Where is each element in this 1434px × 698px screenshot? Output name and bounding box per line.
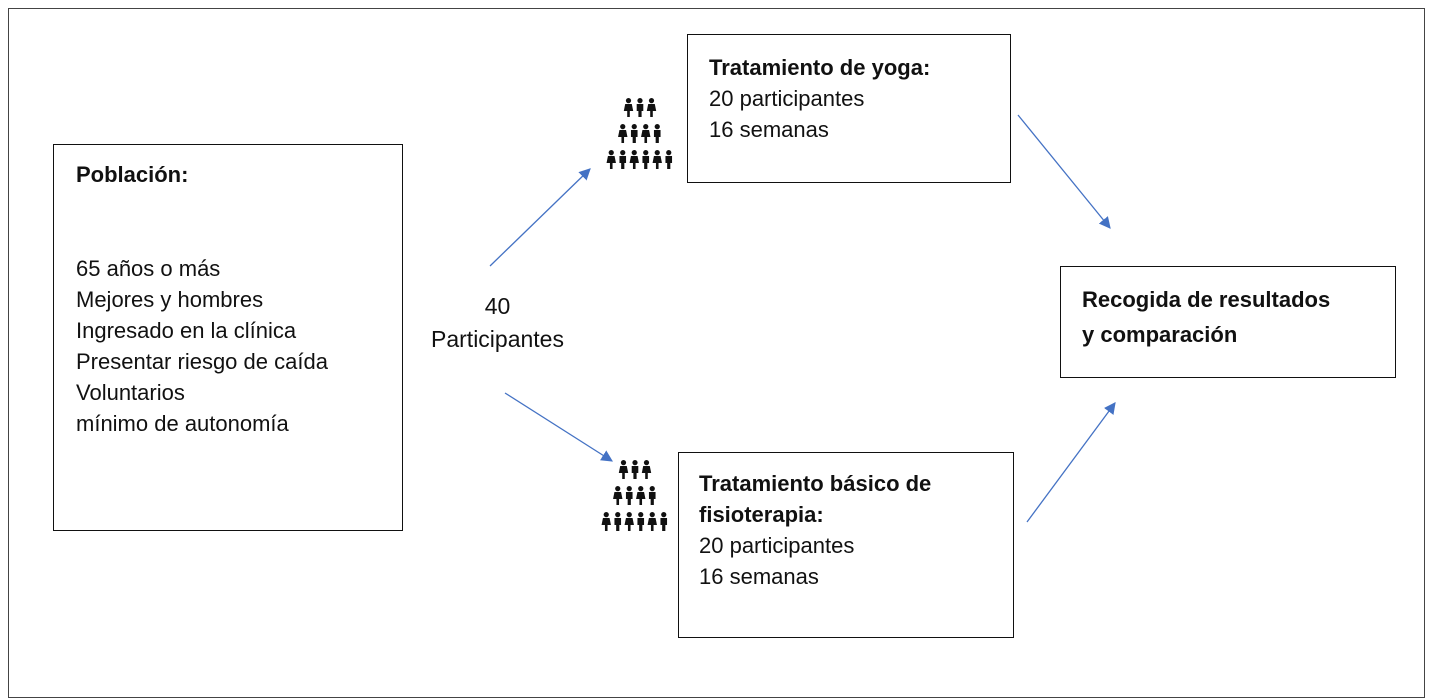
arrow-to-physio xyxy=(504,392,613,462)
population-item: Presentar riesgo de caída xyxy=(76,349,328,374)
yoga-participants: 20 participantes xyxy=(709,86,865,111)
participants-count: 40 xyxy=(484,293,511,319)
results-box: Recogida de resultados y comparación xyxy=(1060,266,1396,378)
people-group-icon xyxy=(601,460,668,531)
population-item: Ingresado en la clínica xyxy=(76,318,297,343)
population-item: Voluntarios xyxy=(76,380,185,405)
yoga-duration: 16 semanas xyxy=(709,117,829,142)
results-title-line2: y comparación xyxy=(1082,322,1238,347)
participants-label: 40 Participantes xyxy=(390,290,605,356)
arrow-physio-to-results xyxy=(1026,402,1116,523)
physio-duration: 16 semanas xyxy=(699,564,819,589)
arrow-yoga-to-results xyxy=(1017,114,1111,229)
results-title-line1: Recogida de resultados xyxy=(1082,287,1331,312)
physio-title-line1: Tratamiento básico de xyxy=(699,471,932,496)
population-item: 65 años o más xyxy=(76,256,221,281)
arrow-to-yoga xyxy=(489,168,591,267)
people-group-icon xyxy=(606,98,673,169)
yoga-title: Tratamiento de yoga: xyxy=(709,55,931,80)
physio-title-line2: fisioterapia: xyxy=(699,502,824,527)
physio-treatment-box: Tratamiento básico de fisioterapia: 20 p… xyxy=(678,452,1014,638)
physio-participants: 20 participantes xyxy=(699,533,855,558)
population-box: Población: 65 años o más Mejores y hombr… xyxy=(53,144,403,531)
population-title: Población: xyxy=(76,162,189,187)
participants-text: Participantes xyxy=(431,326,564,352)
yoga-treatment-box: Tratamiento de yoga: 20 participantes 16… xyxy=(687,34,1011,183)
population-item: mínimo de autonomía xyxy=(76,411,289,436)
population-item: Mejores y hombres xyxy=(76,287,264,312)
